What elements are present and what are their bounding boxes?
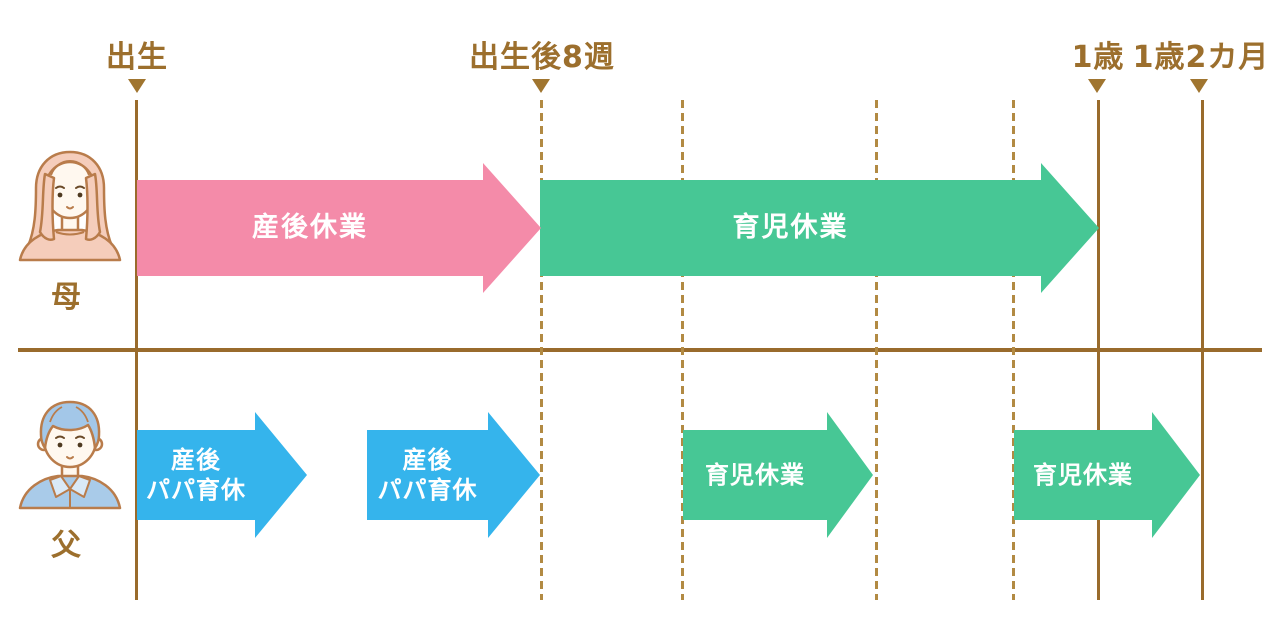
triangle-marker-icon — [532, 79, 550, 93]
timeline-line-age1 — [1097, 100, 1100, 600]
timeline-label-age1y2m: 1歳2カ月 — [1132, 40, 1270, 75]
dashed-split-line — [681, 100, 684, 600]
timeline-label-week8: 出生後8週 — [469, 40, 615, 75]
arrow-label: 産後休業 — [252, 212, 368, 244]
arrow-father-papa-leave-1: 産後 パパ育休 — [137, 412, 307, 538]
arrow-father-childcare-leave-1: 育児休業 — [683, 412, 873, 538]
arrow-father-papa-leave-2: 産後 パパ育休 — [367, 412, 540, 538]
arrow-label: 育児休業 — [705, 461, 805, 489]
dashed-split-line — [1012, 100, 1015, 600]
mother-avatar — [18, 150, 122, 262]
arrow-label: 育児休業 — [732, 212, 849, 244]
arrow-mother-postnatal-leave: 産後休業 — [137, 163, 541, 293]
arrow-mother-childcare-leave: 育児休業 — [540, 163, 1099, 293]
arrow-father-childcare-leave-2: 育児休業 — [1014, 412, 1200, 538]
dashed-split-line — [875, 100, 878, 600]
triangle-marker-icon — [1088, 79, 1106, 93]
timeline-label-birth: 出生 — [106, 40, 168, 75]
father-avatar — [18, 400, 122, 510]
timeline-label-age1: 1歳 — [1071, 40, 1125, 75]
arrow-label: 産後 パパ育休 — [377, 446, 478, 504]
arrow-label: 育児休業 — [1033, 461, 1133, 489]
triangle-marker-icon — [128, 79, 146, 93]
row-divider — [18, 348, 1262, 352]
timeline-line-age1y2m — [1201, 100, 1204, 600]
triangle-marker-icon — [1190, 79, 1208, 93]
row-label-mother: 母 — [51, 280, 81, 315]
arrow-label: 産後 パパ育休 — [146, 446, 246, 504]
timeline-line-birth — [135, 100, 138, 600]
row-label-father: 父 — [51, 528, 81, 563]
timeline-line-week8 — [540, 100, 543, 600]
